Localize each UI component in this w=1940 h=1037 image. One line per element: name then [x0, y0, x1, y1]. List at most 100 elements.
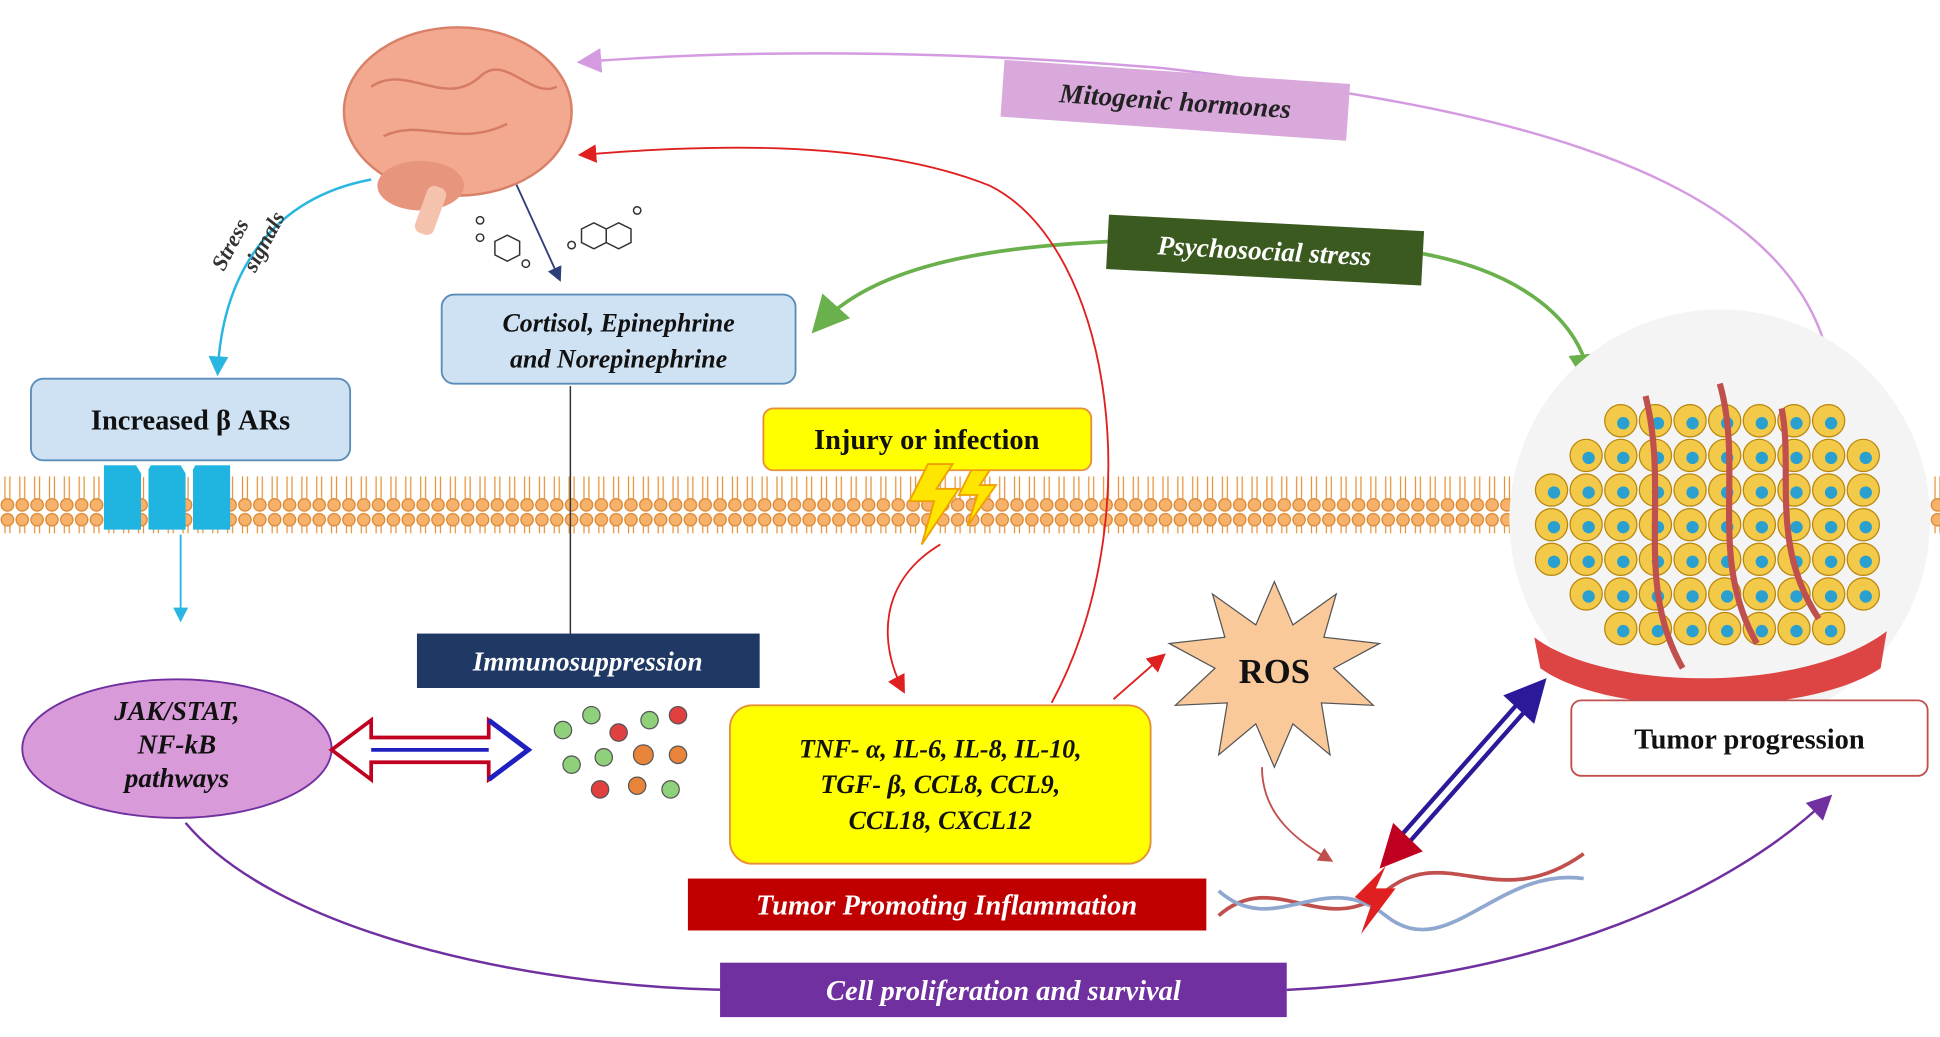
injury-infection-box: Injury or infection	[762, 407, 1093, 472]
immune-cells-icon	[553, 705, 688, 799]
tumor-promoting-inflammation-label: Tumor Promoting Inflammation	[687, 878, 1207, 931]
tumor-cell-nucleus	[1686, 451, 1699, 465]
mitogenic-arrow	[576, 48, 1833, 372]
tumor-cell-nucleus	[1824, 624, 1838, 638]
tumor-cell-nucleus	[1755, 624, 1769, 638]
tumor-cell-nucleus	[1721, 624, 1734, 638]
molecule-icons	[475, 205, 642, 269]
cell-proliferation-label: Cell proliferation and survival	[720, 962, 1287, 1018]
tumor-cell-nucleus	[1686, 520, 1699, 534]
tumor-cell-nucleus	[1582, 486, 1595, 499]
tumor-cell-nucleus	[1686, 624, 1699, 638]
immunosuppression-label: Immunosuppression	[416, 633, 760, 689]
tumor-cell-nucleus	[1651, 417, 1665, 430]
svg-text:ROS: ROS	[1239, 653, 1310, 691]
dna-damage-icon	[1354, 866, 1396, 935]
increased-beta-ars-box: Increased β ARs	[30, 377, 352, 462]
cytokine-to-ros-arrow	[1112, 653, 1166, 700]
tumor-cell-nucleus	[1859, 555, 1872, 568]
tumor-cell-nucleus	[1859, 520, 1872, 534]
tumor-cell-nucleus	[1790, 590, 1803, 603]
tumor-cell-nucleus	[1824, 590, 1838, 603]
tumor-cell-nucleus	[1686, 417, 1699, 430]
svg-text:Cortisol, Epinephrine: Cortisol, Epinephrine	[502, 309, 734, 338]
tumor-cell-nucleus	[1617, 520, 1630, 534]
tumor-cell-nucleus	[1617, 624, 1630, 638]
svg-text:Increased β ARs: Increased β ARs	[91, 405, 290, 436]
tumor-cell-nucleus	[1859, 486, 1872, 499]
tumor-cell-nucleus	[1824, 451, 1838, 465]
tumor-cell-nucleus	[1755, 451, 1769, 465]
stress-to-tumor-arrow	[1422, 251, 1606, 392]
tumor-cell-nucleus	[1790, 486, 1803, 499]
tumor-cell-nucleus	[1686, 590, 1699, 603]
tumor-cell-nucleus	[1824, 520, 1838, 534]
tumor-cell-nucleus	[1582, 555, 1595, 568]
ros-star: ROS	[1167, 580, 1382, 769]
svg-text:JAK/STAT,: JAK/STAT,	[113, 696, 239, 726]
tumor-cell-nucleus	[1547, 520, 1561, 534]
stress-hormones-box: Cortisol, Epinephrine and Norepinephrine	[440, 293, 797, 385]
receptor-icon	[103, 465, 231, 530]
ros-to-dna-arrow	[1261, 767, 1334, 862]
tumor-cell-nucleus	[1582, 590, 1595, 603]
tumor-cell-nucleus	[1755, 486, 1769, 499]
tumor-cell-nucleus	[1547, 486, 1561, 499]
tumor-progression-box: Tumor progression	[1570, 699, 1929, 777]
proliferation-arc	[184, 798, 1829, 992]
tumor-cell-nucleus	[1617, 417, 1630, 430]
bidirectional-arrow	[328, 716, 533, 784]
svg-text:pathways: pathways	[123, 763, 229, 793]
svg-text:Injury or infection: Injury or infection	[814, 425, 1040, 456]
tumor-cell-nucleus	[1755, 555, 1769, 568]
tumor-cell-nucleus	[1617, 486, 1630, 499]
tumor-cell-nucleus	[1755, 520, 1769, 534]
tumor-cell-nucleus	[1721, 590, 1734, 603]
svg-text:NF-kB: NF-kB	[137, 730, 217, 760]
svg-text:Immunosuppression: Immunosuppression	[472, 647, 703, 677]
tumor-cell-nucleus	[1790, 451, 1803, 465]
psychosocial-stress-label: Psychosocial stress	[1106, 214, 1425, 286]
tumor-cell-nucleus	[1755, 417, 1769, 430]
tumor-cell-nucleus	[1582, 520, 1595, 534]
tumor-cell-nucleus	[1651, 624, 1665, 638]
stress-to-hormones-arrow	[811, 239, 1114, 334]
dna-icon	[1217, 852, 1585, 932]
tumor-cell-nucleus	[1617, 555, 1630, 568]
feedback-arrow	[577, 144, 1110, 704]
tumor-cell-nucleus	[1686, 555, 1699, 568]
tumor-cell-nucleus	[1755, 590, 1769, 603]
tumor-cell-nucleus	[1859, 590, 1872, 603]
svg-text:and Norepinephrine: and Norepinephrine	[510, 345, 727, 374]
svg-text:CCL18, CXCL12: CCL18, CXCL12	[849, 806, 1032, 835]
tumor-cell-nucleus	[1824, 555, 1838, 568]
tumor-cell-nucleus	[1824, 417, 1838, 430]
tumor-icon	[1509, 309, 1931, 731]
tumor-cell-nucleus	[1686, 486, 1699, 499]
svg-text:TNF- α, IL-6, IL-8, IL-10,: TNF- α, IL-6, IL-8, IL-10,	[799, 734, 1082, 763]
lightning-icon	[907, 463, 998, 545]
svg-text:Cell proliferation and surviva: Cell proliferation and survival	[826, 976, 1181, 1007]
svg-text:Tumor Promoting Inflammation: Tumor Promoting Inflammation	[756, 890, 1137, 921]
svg-text:Tumor progression: Tumor progression	[1634, 725, 1865, 756]
jak-stat-pathways-ellipse: JAK/STAT, NF-kB pathways	[21, 678, 333, 819]
brain-icon	[342, 26, 573, 235]
tumor-cell-nucleus	[1790, 624, 1803, 638]
stress-signals-arrow	[208, 178, 372, 377]
diagonal-double-arrow	[1379, 678, 1547, 869]
cytokines-box: TNF- α, IL-6, IL-8, IL-10, TGF- β, CCL8,…	[729, 704, 1152, 865]
tumor-cell-nucleus	[1790, 520, 1803, 534]
stress-signals-label: Stress signals	[206, 207, 290, 276]
injury-arrow	[886, 543, 941, 694]
tumor-cell-nucleus	[1617, 590, 1630, 603]
tumor-cell-nucleus	[1790, 417, 1803, 430]
tumor-cell-nucleus	[1617, 451, 1630, 465]
tumor-cell-nucleus	[1859, 451, 1872, 465]
tumor-cell-nucleus	[1547, 555, 1561, 568]
tumor-cell-nucleus	[1582, 451, 1595, 465]
svg-text:TGF- β, CCL8, CCL9,: TGF- β, CCL8, CCL9,	[820, 770, 1060, 799]
tumor-cell-nucleus	[1824, 486, 1838, 499]
mitogenic-hormones-label: Mitogenic hormones	[1000, 59, 1351, 141]
